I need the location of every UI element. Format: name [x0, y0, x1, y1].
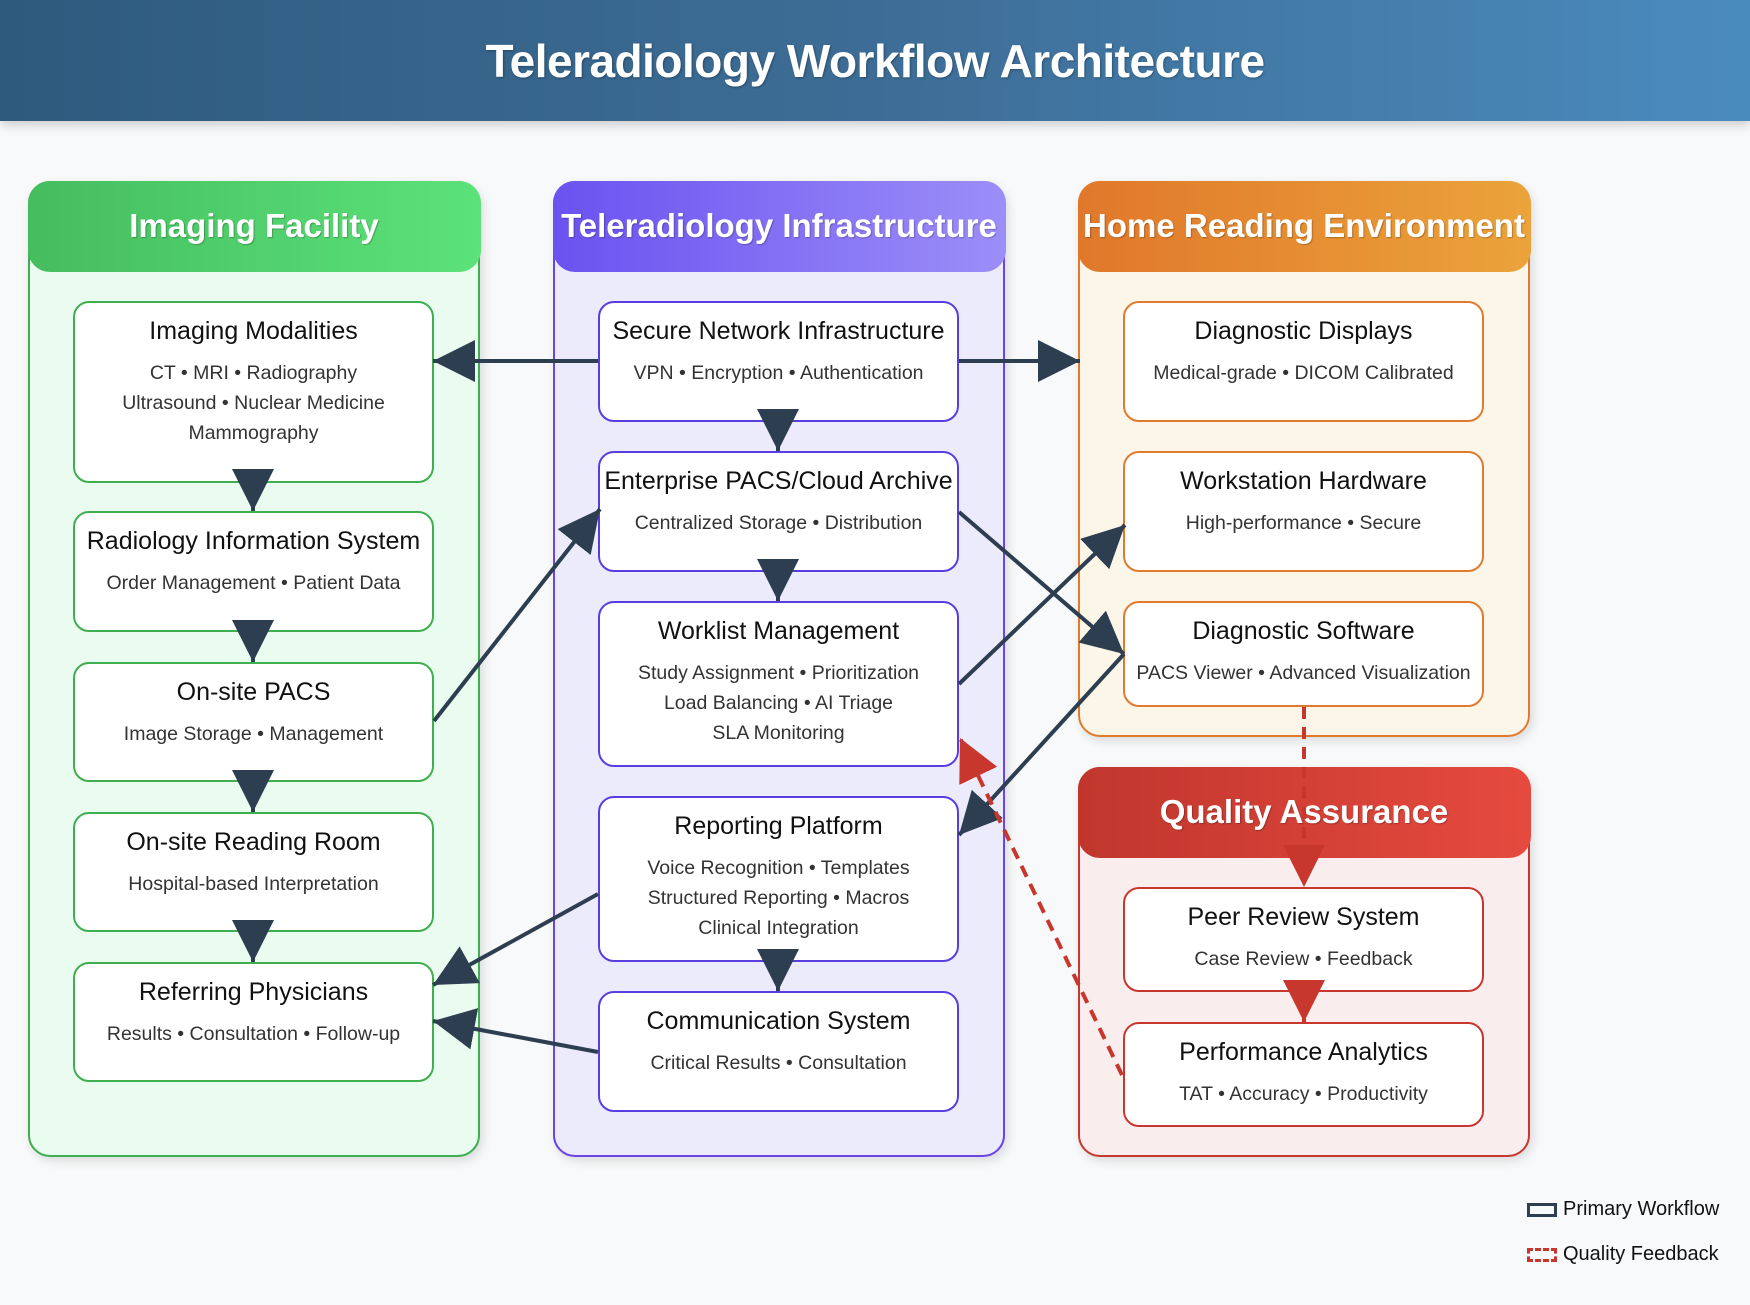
detail-line: Case Review • Feedback	[1194, 948, 1413, 970]
quality-assurance-header: Quality Assurance	[1077, 766, 1531, 858]
node-title: Diagnostic Software	[1192, 617, 1415, 645]
detail-line: Mammography	[188, 422, 319, 444]
node-title: Worklist Management	[657, 617, 900, 645]
node-details: TAT • Accuracy • Productivity	[1125, 1079, 1482, 1109]
node-secure-network[interactable]: Secure Network Infrastructure VPN • Encr…	[598, 301, 959, 422]
detail-line: Centralized Storage • Distribution	[634, 512, 923, 534]
node-title: Enterprise PACS/Cloud Archive	[604, 467, 953, 495]
node-peer-review-system[interactable]: Peer Review System Case Review • Feedbac…	[1123, 887, 1484, 992]
imaging-facility-header: Imaging Facility	[27, 180, 481, 272]
node-details: VPN • Encryption • Authentication	[600, 358, 957, 388]
solid-line-swatch-icon	[1527, 1202, 1557, 1217]
node-title: Imaging Modalities	[149, 317, 358, 345]
node-referring-physicians[interactable]: Referring Physicians Results • Consultat…	[73, 962, 434, 1082]
node-onsite-pacs[interactable]: On-site PACS Image Storage • Management	[73, 662, 434, 782]
dashed-line-swatch-icon	[1527, 1247, 1557, 1262]
title-banner: Teleradiology Workflow Architecture	[0, 0, 1750, 121]
page-title: Teleradiology Workflow Architecture	[485, 34, 1265, 87]
node-onsite-reading-room[interactable]: On-site Reading Room Hospital-based Inte…	[73, 812, 434, 932]
node-details: Study Assignment • Prioritization Load B…	[600, 658, 957, 748]
node-communication-system[interactable]: Communication System Critical Results • …	[598, 991, 959, 1112]
legend-label: Primary Workflow	[1563, 1198, 1720, 1220]
node-details: High-performance • Secure	[1125, 508, 1482, 538]
detail-line: SLA Monitoring	[712, 722, 845, 744]
node-title: Reporting Platform	[674, 812, 883, 840]
node-title: Peer Review System	[1187, 903, 1420, 931]
node-title: Secure Network Infrastructure	[612, 317, 945, 345]
node-details: Hospital-based Interpretation	[75, 869, 432, 899]
node-title: Performance Analytics	[1179, 1038, 1428, 1066]
home-reading-header: Home Reading Environment	[1077, 180, 1531, 272]
detail-line: Voice Recognition • Templates	[647, 857, 910, 879]
detail-line: CT • MRI • Radiography	[149, 362, 358, 384]
node-title: Diagnostic Displays	[1194, 317, 1413, 345]
node-details: PACS Viewer • Advanced Visualization	[1125, 658, 1482, 688]
node-title: Workstation Hardware	[1180, 467, 1427, 495]
node-details: CT • MRI • Radiography Ultrasound • Nucl…	[75, 358, 432, 448]
detail-line: Medical-grade • DICOM Calibrated	[1153, 362, 1454, 384]
node-title: On-site Reading Room	[126, 828, 381, 856]
detail-line: Study Assignment • Prioritization	[637, 662, 920, 684]
node-reporting-platform[interactable]: Reporting Platform Voice Recognition • T…	[598, 796, 959, 962]
detail-line: Results • Consultation • Follow-up	[106, 1023, 401, 1045]
node-enterprise-pacs[interactable]: Enterprise PACS/Cloud Archive Centralize…	[598, 451, 959, 572]
node-radiology-information-system[interactable]: Radiology Information System Order Manag…	[73, 511, 434, 632]
detail-line: Load Balancing • AI Triage	[663, 692, 894, 714]
node-details: Image Storage • Management	[75, 719, 432, 749]
node-workstation-hardware[interactable]: Workstation Hardware High-performance • …	[1123, 451, 1484, 572]
node-diagnostic-software[interactable]: Diagnostic Software PACS Viewer • Advanc…	[1123, 601, 1484, 707]
detail-line: VPN • Encryption • Authentication	[633, 362, 924, 384]
detail-line: PACS Viewer • Advanced Visualization	[1136, 662, 1471, 684]
detail-line: Image Storage • Management	[123, 723, 384, 745]
node-details: Critical Results • Consultation	[600, 1048, 957, 1078]
legend-primary-workflow: Primary Workflow	[1527, 1198, 1719, 1221]
detail-line: Structured Reporting • Macros	[647, 887, 910, 909]
node-worklist-management[interactable]: Worklist Management Study Assignment • P…	[598, 601, 959, 767]
detail-line: Clinical Integration	[698, 917, 859, 939]
node-details: Voice Recognition • Templates Structured…	[600, 853, 957, 943]
node-diagnostic-displays[interactable]: Diagnostic Displays Medical-grade • DICO…	[1123, 301, 1484, 422]
node-details: Case Review • Feedback	[1125, 944, 1482, 974]
node-title: Referring Physicians	[138, 978, 369, 1006]
infrastructure-header: Teleradiology Infrastructure	[552, 180, 1006, 272]
detail-line: Order Management • Patient Data	[106, 572, 401, 594]
legend-quality-feedback: Quality Feedback	[1527, 1243, 1719, 1266]
node-title: On-site PACS	[176, 678, 331, 706]
detail-line: Ultrasound • Nuclear Medicine	[122, 392, 385, 414]
node-details: Centralized Storage • Distribution	[600, 508, 957, 538]
detail-line: Critical Results • Consultation	[650, 1052, 907, 1074]
node-details: Medical-grade • DICOM Calibrated	[1125, 358, 1482, 388]
detail-line: TAT • Accuracy • Productivity	[1179, 1083, 1428, 1105]
detail-line: Hospital-based Interpretation	[128, 873, 379, 895]
node-details: Order Management • Patient Data	[75, 568, 432, 598]
node-details: Results • Consultation • Follow-up	[75, 1019, 432, 1049]
node-title: Communication System	[646, 1007, 911, 1035]
detail-line: High-performance • Secure	[1185, 512, 1422, 534]
node-imaging-modalities[interactable]: Imaging Modalities CT • MRI • Radiograph…	[73, 301, 434, 483]
legend-label: Quality Feedback	[1563, 1243, 1719, 1265]
node-performance-analytics[interactable]: Performance Analytics TAT • Accuracy • P…	[1123, 1022, 1484, 1127]
node-title: Radiology Information System	[86, 527, 421, 555]
